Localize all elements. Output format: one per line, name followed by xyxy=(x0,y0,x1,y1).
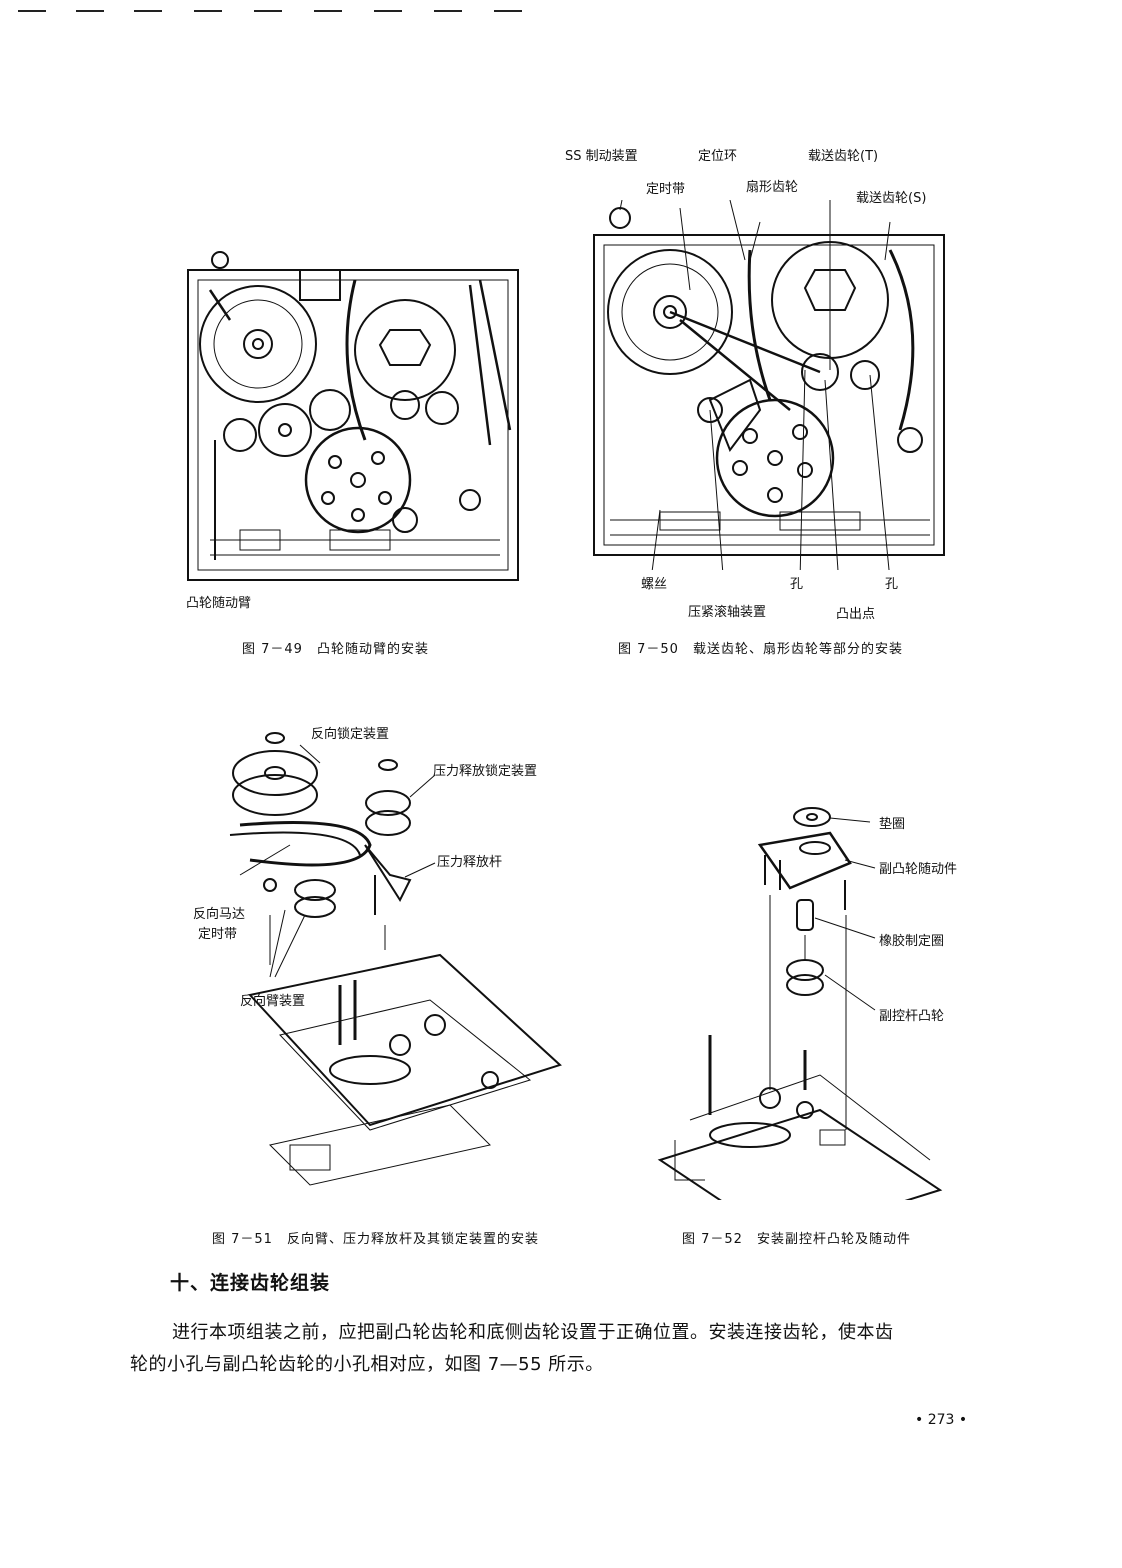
section-heading: 十、连接齿轮组装 xyxy=(170,1272,331,1294)
scan-mark xyxy=(374,10,402,12)
label-pinch-roller: 压紧滚轴装置 xyxy=(688,605,767,620)
label-carrier-gear-s: 载送齿轮(S) xyxy=(856,191,927,206)
label-reverse-timing-belt: 定时带 xyxy=(198,927,238,942)
page-number: • 273 • xyxy=(915,1412,968,1428)
figure-7-50 xyxy=(590,200,950,570)
label-hole-1: 孔 xyxy=(790,577,804,592)
figure-7-49 xyxy=(180,240,525,585)
paragraph-line-2: 轮的小孔与副凸轮齿轮的小孔相对应，如图 7—55 所示。 xyxy=(130,1354,604,1375)
exploded-drawing-51 xyxy=(229,732,562,1186)
scan-mark xyxy=(254,10,282,12)
label-reverse-arm: 反向臂装置 xyxy=(240,994,306,1009)
caption-fig-7-52: 图 7－52 安装副控杆凸轮及随动件 xyxy=(682,1232,911,1247)
label-hole-2: 孔 xyxy=(885,577,899,592)
label-protrusion: 凸出点 xyxy=(836,607,876,622)
caption-fig-7-51: 图 7－51 反向臂、压力释放杆及其锁定装置的安装 xyxy=(212,1232,539,1247)
label-reverse-lock: 反向锁定装置 xyxy=(311,727,390,742)
caption-fig-7-50: 图 7－50 载送齿轮、扇形齿轮等部分的安装 xyxy=(618,642,903,657)
label-rubber-ring: 橡胶制定圈 xyxy=(879,934,945,949)
scan-mark xyxy=(134,10,162,12)
label-sub-lever-cam: 副控杆凸轮 xyxy=(879,1009,945,1024)
scan-mark xyxy=(434,10,462,12)
scan-mark xyxy=(314,10,342,12)
label-timing-belt: 定时带 xyxy=(646,182,686,197)
label-cam-follower-arm: 凸轮随动臂 xyxy=(186,596,252,611)
exploded-drawing-52 xyxy=(657,807,943,1200)
scan-mark xyxy=(494,10,522,12)
mechanism-drawing-49 xyxy=(187,251,519,581)
figure-7-51 xyxy=(190,725,580,1195)
label-sub-cam-follower: 副凸轮随动件 xyxy=(879,862,958,877)
label-ss-brake: SS 制动装置 xyxy=(565,149,638,164)
label-screw: 螺丝 xyxy=(641,577,668,592)
scan-mark xyxy=(76,10,104,12)
paragraph-line-1: 进行本项组装之前，应把副凸轮齿轮和底侧齿轮设置于正确位置。安装连接齿轮，使本齿 xyxy=(172,1322,894,1343)
label-carrier-gear-t: 载送齿轮(T) xyxy=(808,149,879,164)
caption-fig-7-49: 图 7－49 凸轮随动臂的安装 xyxy=(242,642,429,657)
figure-7-52 xyxy=(650,800,950,1200)
scan-mark xyxy=(18,10,46,12)
label-reverse-motor: 反向马达 xyxy=(193,907,246,922)
label-sector-gear: 扇形齿轮 xyxy=(746,180,799,195)
label-washer: 垫圈 xyxy=(879,817,906,832)
scan-mark xyxy=(194,10,222,12)
mechanism-drawing-50 xyxy=(593,200,945,570)
label-locating-ring: 定位环 xyxy=(698,149,738,164)
label-pressure-release-lock: 压力释放锁定装置 xyxy=(433,764,538,779)
label-pressure-release-lever: 压力释放杆 xyxy=(437,855,503,870)
